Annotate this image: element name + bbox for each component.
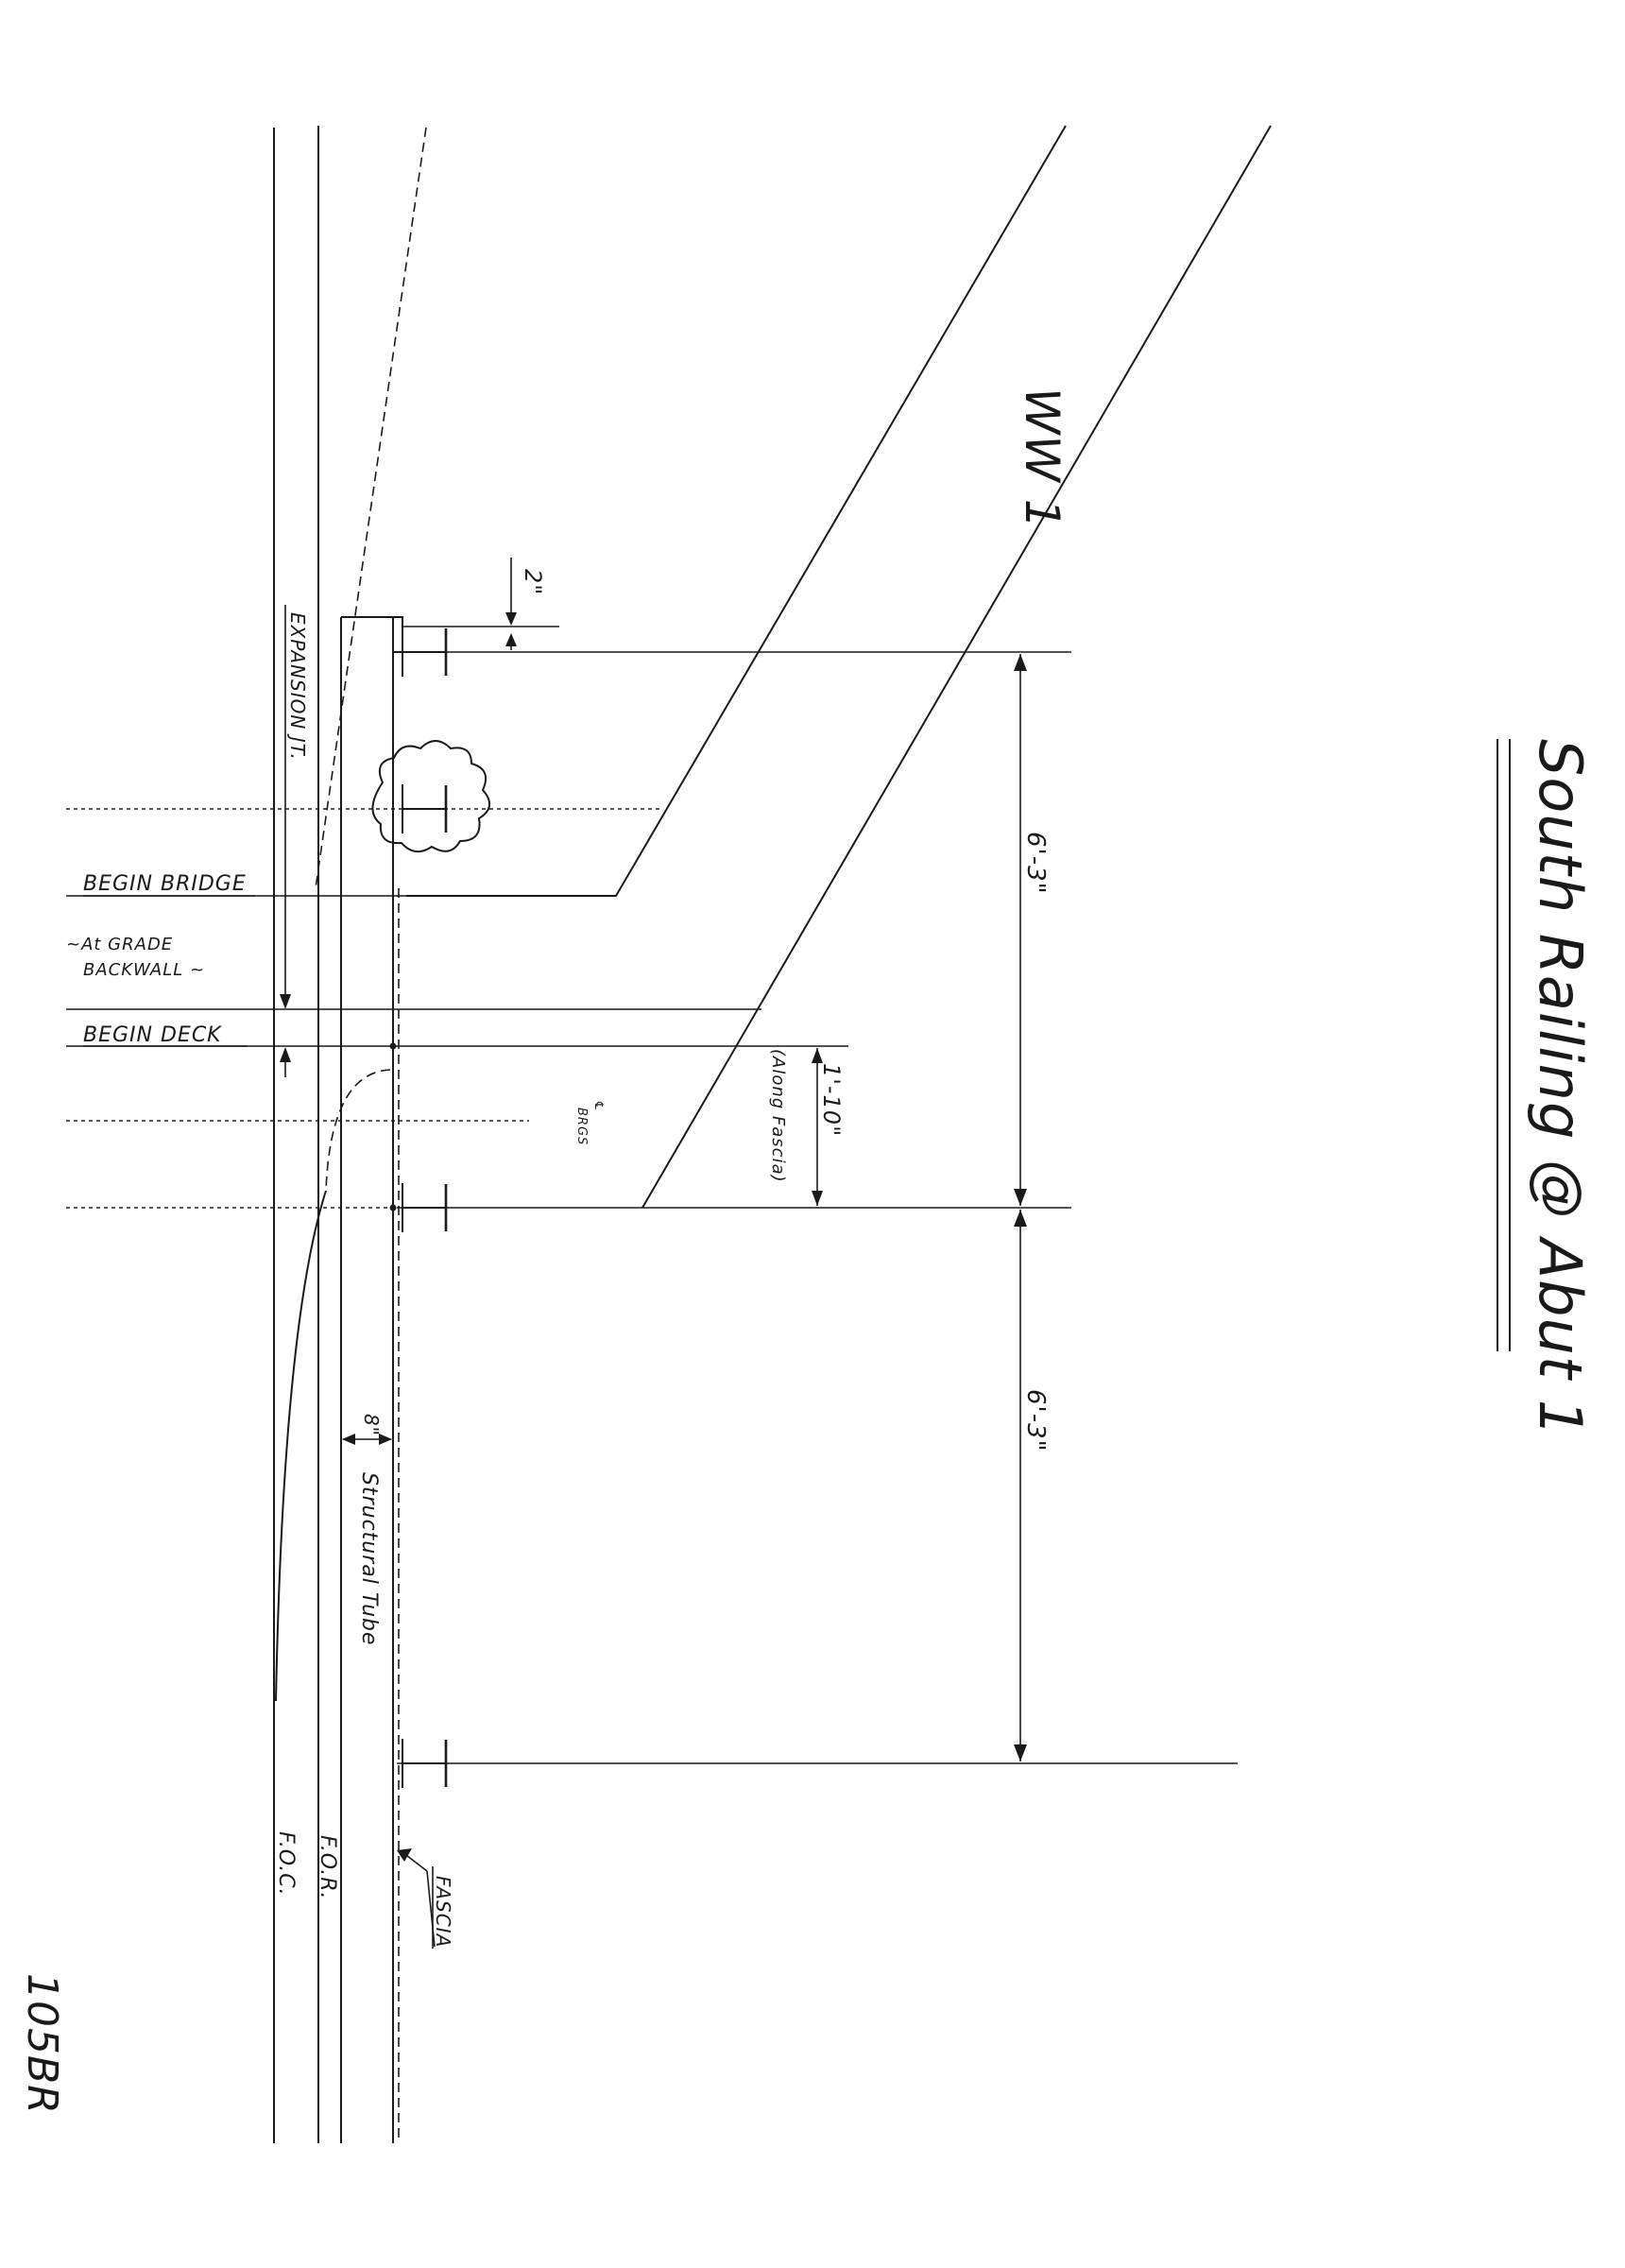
dim-deck-to-post [812, 1048, 823, 1206]
wingwall-line-lower [641, 125, 1272, 1209]
curb-return-dashed [325, 1069, 391, 1192]
railing-posts [371, 627, 490, 1788]
fascia-callout [397, 1848, 436, 1949]
dim-top-offset [505, 558, 517, 650]
dim-tube-offset-label: 8" [360, 1414, 383, 1436]
dim-deck-to-post-label: 1'-10" [818, 1063, 845, 1137]
fascia-label: FASCIA [432, 1876, 454, 1948]
bearings-cl-symbol: ℄ [592, 1101, 606, 1109]
dim-post-spacing-1-label: 6'-3" [1021, 832, 1050, 895]
begin-deck-label: BEGIN DECK [83, 1023, 222, 1047]
post-2-point [389, 1204, 397, 1211]
begin-bridge-label: BEGIN BRIDGE [83, 872, 247, 896]
page-number: 105BR [18, 1973, 66, 2115]
expansion-joint-callout [280, 605, 291, 1077]
at-grade-label-line2: BACKWALL ~ [83, 960, 205, 980]
drawing-title: South Railing @ Abut 1 [1526, 739, 1595, 1437]
expansion-joint-label: EXPANSION JT. [286, 612, 309, 761]
dim-top-offset-label: 2" [520, 569, 546, 595]
taper-dashed-line [315, 127, 427, 889]
curb-return-curve [275, 1190, 327, 1702]
foc-label: F.O.C. [274, 1831, 298, 1897]
at-grade-label-line1: ~At GRADE [66, 935, 173, 954]
wingwall-line-upper [406, 125, 1067, 897]
clouded-post [371, 740, 490, 853]
wingwall-lines [406, 125, 1272, 1209]
structural-tube-label: Structural Tube [357, 1472, 381, 1646]
post-2 [402, 1183, 448, 1232]
deck-point [389, 1042, 397, 1050]
bearings-label: BRGS [574, 1108, 589, 1145]
dim-post-spacing-1 [1014, 654, 1027, 1206]
dim-deck-to-post-note: (Along Fascia) [768, 1049, 788, 1183]
post-1 [402, 627, 448, 677]
reference-lines [66, 626, 1238, 1764]
dim-tube-offset [342, 1434, 392, 1445]
for-label: F.O.R. [316, 1835, 339, 1900]
dim-post-spacing-2 [1014, 1210, 1027, 1761]
post-3 [402, 1739, 448, 1788]
dim-post-spacing-2-label: 6'-3" [1021, 1389, 1050, 1452]
wingwall-label: WW 1 [1015, 387, 1069, 530]
